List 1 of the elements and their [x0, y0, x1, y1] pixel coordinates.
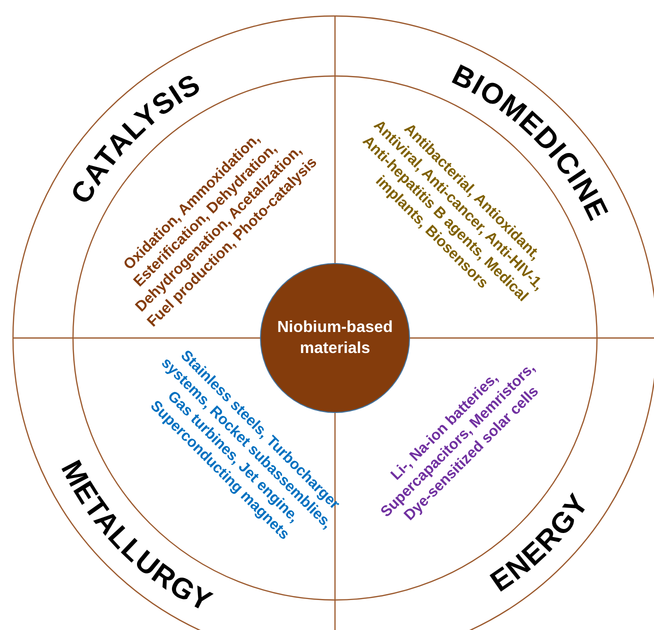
center-circle: Niobium-based materials: [260, 263, 410, 413]
